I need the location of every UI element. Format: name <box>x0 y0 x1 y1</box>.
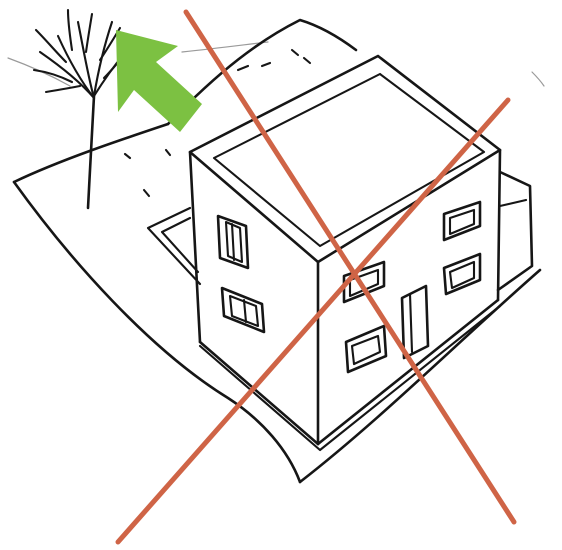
window-right-upper-2 <box>444 202 480 240</box>
window-right-lower-2 <box>444 254 480 294</box>
porch-steps <box>148 208 200 284</box>
window-left-upper <box>218 216 248 268</box>
window-left-lower <box>222 288 264 332</box>
front-door <box>402 286 428 358</box>
arrow-up-left-icon <box>116 30 202 132</box>
tree-icon <box>34 10 124 208</box>
window-right-lower-1 <box>346 326 386 372</box>
side-annex <box>498 172 532 290</box>
